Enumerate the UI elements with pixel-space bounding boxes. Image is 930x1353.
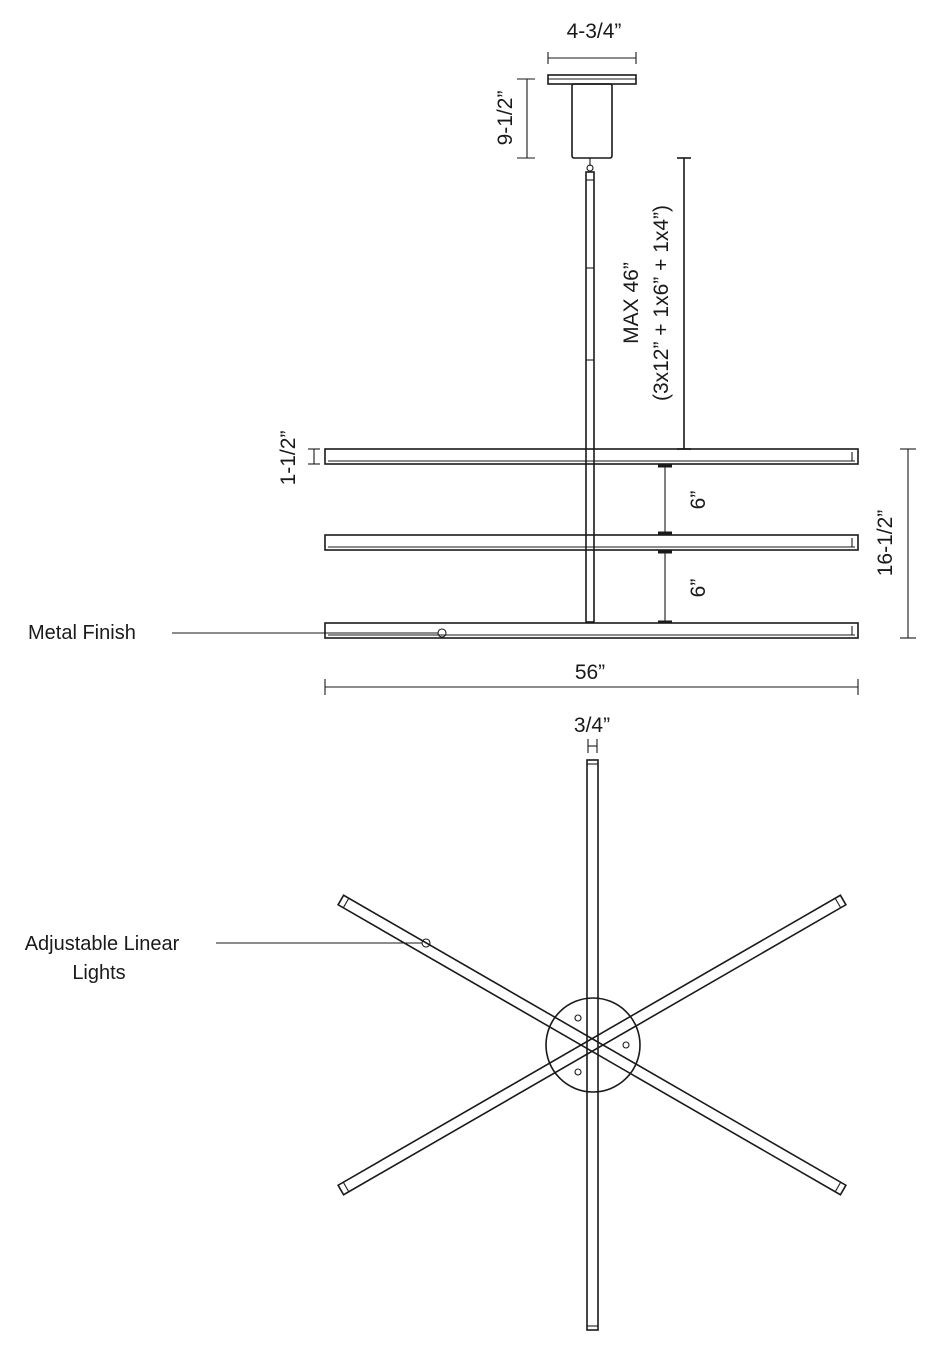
upper-spacing-label: 6” [687, 491, 710, 510]
canopy-width-dimension: 4-3/4” [547, 20, 637, 64]
canopy-height-label: 9-1/2” [494, 91, 517, 146]
upper-spacing-dimension: 6” [658, 464, 710, 535]
metal-finish-callout: Metal Finish [28, 622, 447, 644]
canopy-plate-top [545, 997, 641, 1093]
overall-width-label: 56” [575, 661, 605, 684]
metal-finish-label: Metal Finish [28, 622, 136, 644]
suspension-stem [585, 171, 595, 623]
overall-height-label: 16-1/2” [874, 510, 897, 577]
adjustable-lights-label-line1: Adjustable Linear [25, 933, 180, 955]
bar-depth-dimension: 3/4” [574, 714, 610, 753]
linear-light-bar-diagonal-2 [337, 894, 847, 1196]
canopy-height-dimension: 9-1/2” [494, 78, 535, 159]
lower-spacing-label: 6” [687, 579, 710, 598]
top-plan-view: 3/4” Adju [25, 714, 847, 1331]
bar-height-dimension: 1-1/2” [277, 431, 320, 486]
linear-light-bar-bottom [324, 622, 859, 639]
linear-light-bar-vertical [586, 759, 599, 1331]
max-drop-label: MAX 46” [620, 262, 643, 344]
bar-height-label: 1-1/2” [277, 431, 300, 486]
overall-width-dimension: 56” [324, 661, 859, 695]
side-elevation-view: 4-3/4” 9-1/2” MAX 46” (3x12” + 1x6” + 1x… [28, 20, 916, 695]
bar-depth-label: 3/4” [574, 714, 610, 737]
linear-light-bar-middle [324, 534, 859, 551]
overall-height-dimension: 16-1/2” [874, 448, 916, 639]
canopy-width-label: 4-3/4” [567, 20, 622, 43]
linear-light-bar-top [324, 448, 859, 465]
adjustable-lights-callout: Adjustable Linear Lights [25, 933, 431, 984]
linear-light-bar-diagonal-1 [337, 894, 847, 1196]
ceiling-canopy [547, 74, 637, 172]
drop-composition-label: (3x12” + 1x6” + 1x4”) [650, 205, 673, 401]
adjustable-lights-label-line2: Lights [72, 962, 125, 984]
max-drop-dimension: MAX 46” (3x12” + 1x6” + 1x4”) [620, 157, 691, 450]
lower-spacing-dimension: 6” [658, 550, 710, 624]
